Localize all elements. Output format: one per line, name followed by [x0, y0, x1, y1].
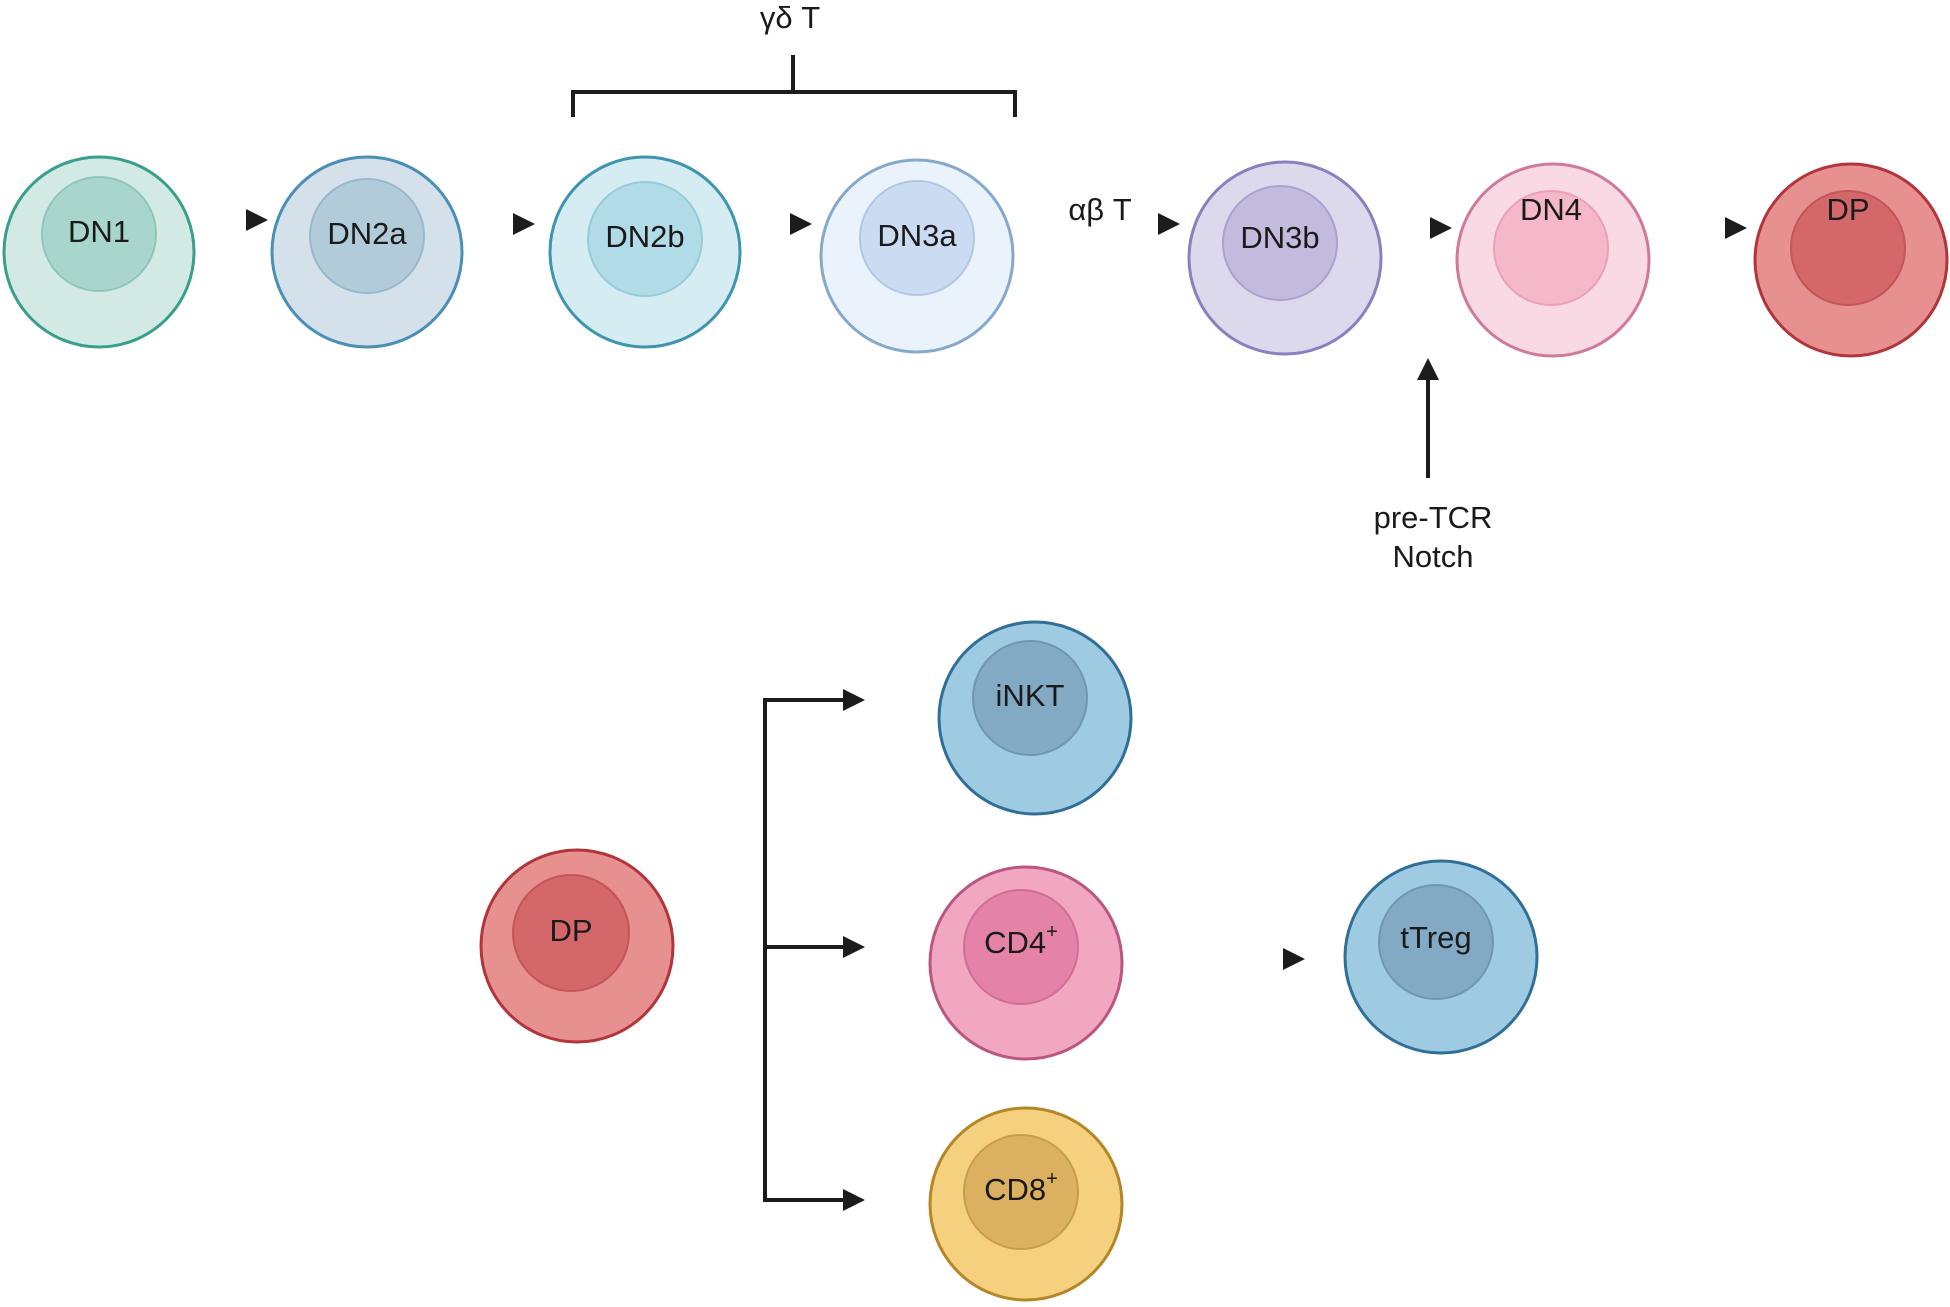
cell-label: DN2b	[605, 219, 684, 254]
cell-ttreg: tTreg	[1343, 859, 1539, 1055]
branch-arrows	[683, 689, 865, 1211]
arrow-dn3b-dn4	[1385, 217, 1452, 239]
cell-dp-bottom: DP	[479, 848, 675, 1044]
notch-label: Notch	[1393, 539, 1474, 574]
cell-cd8: CD8+	[928, 1106, 1124, 1302]
cell-inkt: iNKT	[937, 620, 1133, 816]
arrow-dn4-dp	[1680, 217, 1747, 239]
cell-label: DN3b	[1240, 220, 1319, 255]
cell-nucleus	[587, 181, 703, 297]
cell-label: DP	[1826, 192, 1869, 227]
pre-tcr-label: pre-TCR	[1374, 500, 1493, 535]
cell-label: iNKT	[996, 678, 1065, 713]
cell-cd4: CD4+	[928, 865, 1124, 1061]
cell-nucleus	[859, 180, 975, 296]
cell-nucleus	[1378, 884, 1494, 1000]
cell-nucleus	[41, 176, 157, 292]
cell-dn3b: DN3b	[1187, 160, 1383, 356]
arrow-cd4-ttreg	[1145, 948, 1305, 970]
cell-label: DN4	[1520, 192, 1582, 227]
cell-label: DN2a	[327, 216, 407, 251]
cell-nucleus	[963, 889, 1079, 1005]
cell-label: tTreg	[1400, 920, 1471, 955]
cell-dp-top: DP	[1753, 162, 1949, 358]
gamma-delta-bracket	[571, 55, 1017, 117]
arrow-dn2b-dn3a	[742, 213, 812, 235]
cell-label: DN3a	[877, 218, 957, 253]
cell-dn4: DN4	[1455, 162, 1651, 358]
cell-nucleus	[963, 1134, 1079, 1250]
cell-dn3a: DN3a	[819, 158, 1015, 354]
cell-dn1: DN1	[2, 155, 196, 349]
gamma-delta-label: γδ T	[760, 0, 820, 35]
cell-label: CD8+	[984, 1168, 1058, 1207]
cell-label: DP	[549, 913, 592, 948]
arrow-dn3a-dn3b	[1018, 213, 1180, 235]
cell-nucleus	[1790, 190, 1906, 306]
cell-nucleus	[972, 640, 1088, 756]
cell-nucleus	[1222, 185, 1338, 301]
cell-nucleus	[309, 178, 425, 294]
cell-label: CD4+	[984, 921, 1058, 960]
cell-nucleus	[1493, 190, 1609, 306]
arrow-dn1-dn2a	[200, 209, 268, 231]
arrow-pre-tcr-notch	[1417, 358, 1439, 478]
arrow-dn2a-dn2b	[466, 213, 535, 235]
cell-dn2a: DN2a	[270, 155, 464, 349]
cell-dn2b: DN2b	[548, 155, 742, 349]
cell-nucleus	[512, 874, 630, 992]
cell-label: DN1	[68, 214, 130, 249]
alpha-beta-label: αβ T	[1068, 192, 1131, 227]
